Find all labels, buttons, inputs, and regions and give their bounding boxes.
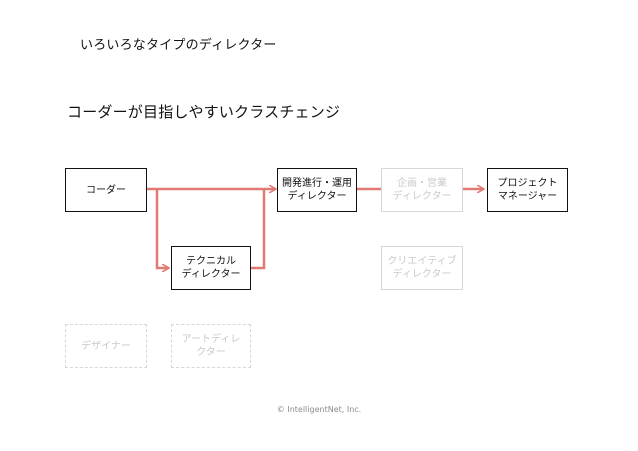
- copyright-text: © IntelligentNet, Inc.: [276, 405, 362, 414]
- node-progress-operations-director: 開発進行・運用 ディレクター: [277, 168, 357, 212]
- node-technical-director: テクニカル ディレクター: [171, 246, 251, 290]
- node-designer-label: デザイナー: [81, 340, 131, 352]
- node-planning-sales-director-label: 企画・営業 ディレクター: [392, 178, 452, 202]
- node-art-director: アートディレ クター: [171, 324, 251, 368]
- node-art-director-label: アートディレ クター: [181, 334, 241, 358]
- top-title: いろいろなタイプのディレクター: [80, 38, 277, 53]
- subtitle: コーダーが目指しやすいクラスチェンジ: [67, 103, 341, 121]
- node-planning-sales-director: 企画・営業 ディレクター: [381, 168, 463, 212]
- node-creative-director-label: クリエイティブ ディレクター: [387, 256, 457, 280]
- node-coder: コーダー: [65, 168, 147, 212]
- node-project-manager: プロジェクト マネージャー: [487, 168, 568, 212]
- node-progress-operations-director-label: 開発進行・運用 ディレクター: [282, 178, 352, 202]
- node-creative-director: クリエイティブ ディレクター: [381, 246, 463, 290]
- node-designer: デザイナー: [65, 324, 147, 368]
- arrow-coder-to-technical-director: [155, 189, 168, 268]
- arrow-technical-to-progress-director: [251, 189, 266, 270]
- node-coder-label: コーダー: [86, 184, 126, 196]
- node-project-manager-label: プロジェクト マネージャー: [497, 178, 558, 202]
- node-technical-director-label: テクニカル ディレクター: [181, 256, 241, 280]
